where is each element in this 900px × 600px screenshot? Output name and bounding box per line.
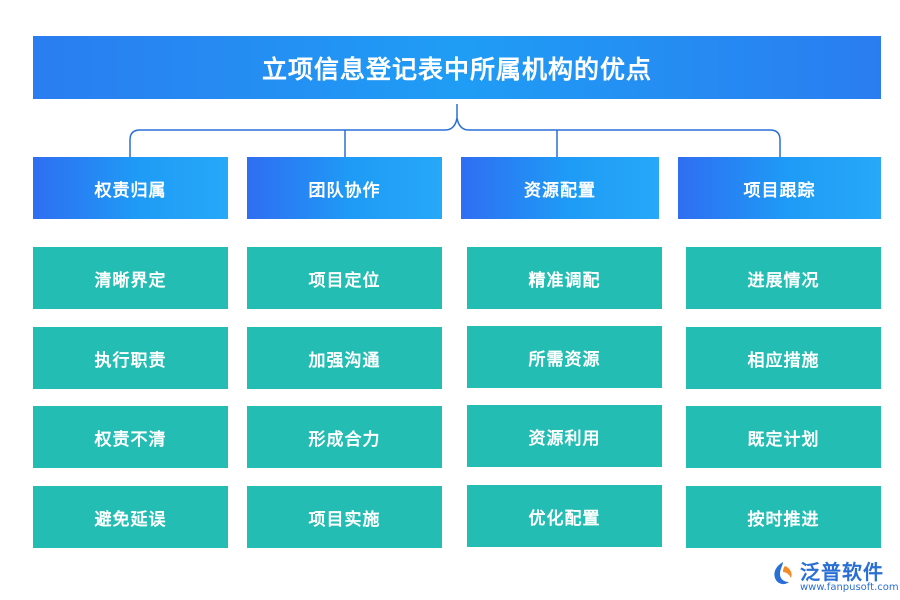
logo-mark-icon: [774, 562, 792, 585]
item-tracking-1: 进展情况: [686, 247, 881, 309]
item-resources-2: 所需资源: [467, 326, 662, 388]
header-authority: 权责归属: [33, 157, 228, 219]
item-resources-4: 优化配置: [467, 485, 662, 547]
header-tracking: 项目跟踪: [678, 157, 881, 219]
logo-name: 泛普软件: [800, 560, 884, 584]
item-authority-4: 避免延误: [33, 486, 228, 548]
header-resources: 资源配置: [461, 157, 659, 219]
item-resources-3: 资源利用: [467, 405, 662, 467]
bracket-path: [129, 104, 781, 157]
item-teamwork-2: 加强沟通: [247, 327, 442, 389]
item-teamwork-4: 项目实施: [247, 486, 442, 548]
item-teamwork-1: 项目定位: [247, 247, 442, 309]
item-authority-2: 执行职责: [33, 327, 228, 389]
item-authority-3: 权责不清: [33, 406, 228, 468]
item-tracking-2: 相应措施: [686, 327, 881, 389]
item-tracking-3: 既定计划: [686, 406, 881, 468]
item-resources-1: 精准调配: [467, 247, 662, 309]
header-teamwork: 团队协作: [247, 157, 442, 219]
item-authority-1: 清晰界定: [33, 247, 228, 309]
diagram-title: 立项信息登记表中所属机构的优点: [33, 36, 881, 99]
brand-logo: 泛普软件 www.fanpusoft.com: [770, 556, 899, 596]
item-teamwork-3: 形成合力: [247, 406, 442, 468]
item-tracking-4: 按时推进: [686, 486, 881, 548]
logo-url: www.fanpusoft.com: [800, 582, 899, 593]
